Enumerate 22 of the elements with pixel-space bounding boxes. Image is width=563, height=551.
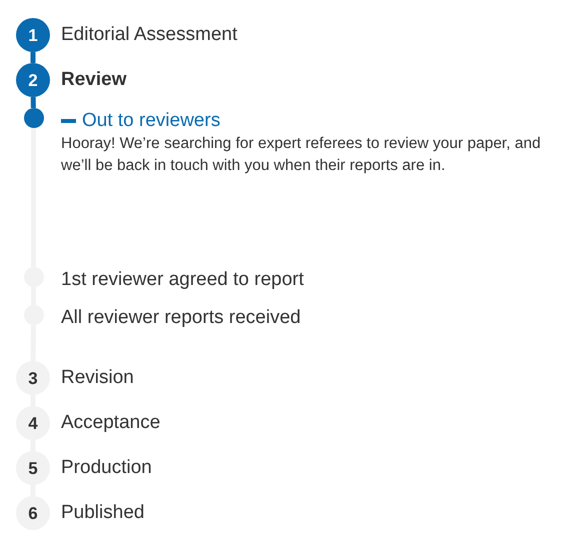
substep-label: 1st reviewer agreed to report [61, 268, 304, 292]
step-number: 5 [28, 460, 38, 476]
status-description: Hooray! We’re searching for expert referees to review your paper, and we’ll be back in touch with you when their reports are in. [61, 134, 542, 176]
connector-line [30, 96, 36, 108]
connector-line [31, 128, 36, 267]
timeline-dot [24, 108, 44, 128]
connector-line [30, 52, 36, 63]
step-number: 3 [28, 370, 38, 386]
step-number: 4 [28, 414, 38, 432]
step-number: 6 [28, 504, 38, 522]
step-label: Acceptance [61, 411, 160, 435]
step-label: Published [61, 501, 144, 525]
step-circle [16, 18, 50, 52]
step-label: Revision [61, 366, 134, 390]
step-circle [16, 63, 50, 97]
substep-label: Out to reviewers [82, 109, 220, 133]
substep-label: All reviewer reports received [61, 306, 301, 330]
step-label: Editorial Assessment [61, 23, 238, 47]
step-number: 2 [28, 72, 38, 88]
step-number: 1 [28, 26, 38, 44]
step-label: Production [61, 456, 152, 480]
step-label: Review [61, 68, 126, 92]
